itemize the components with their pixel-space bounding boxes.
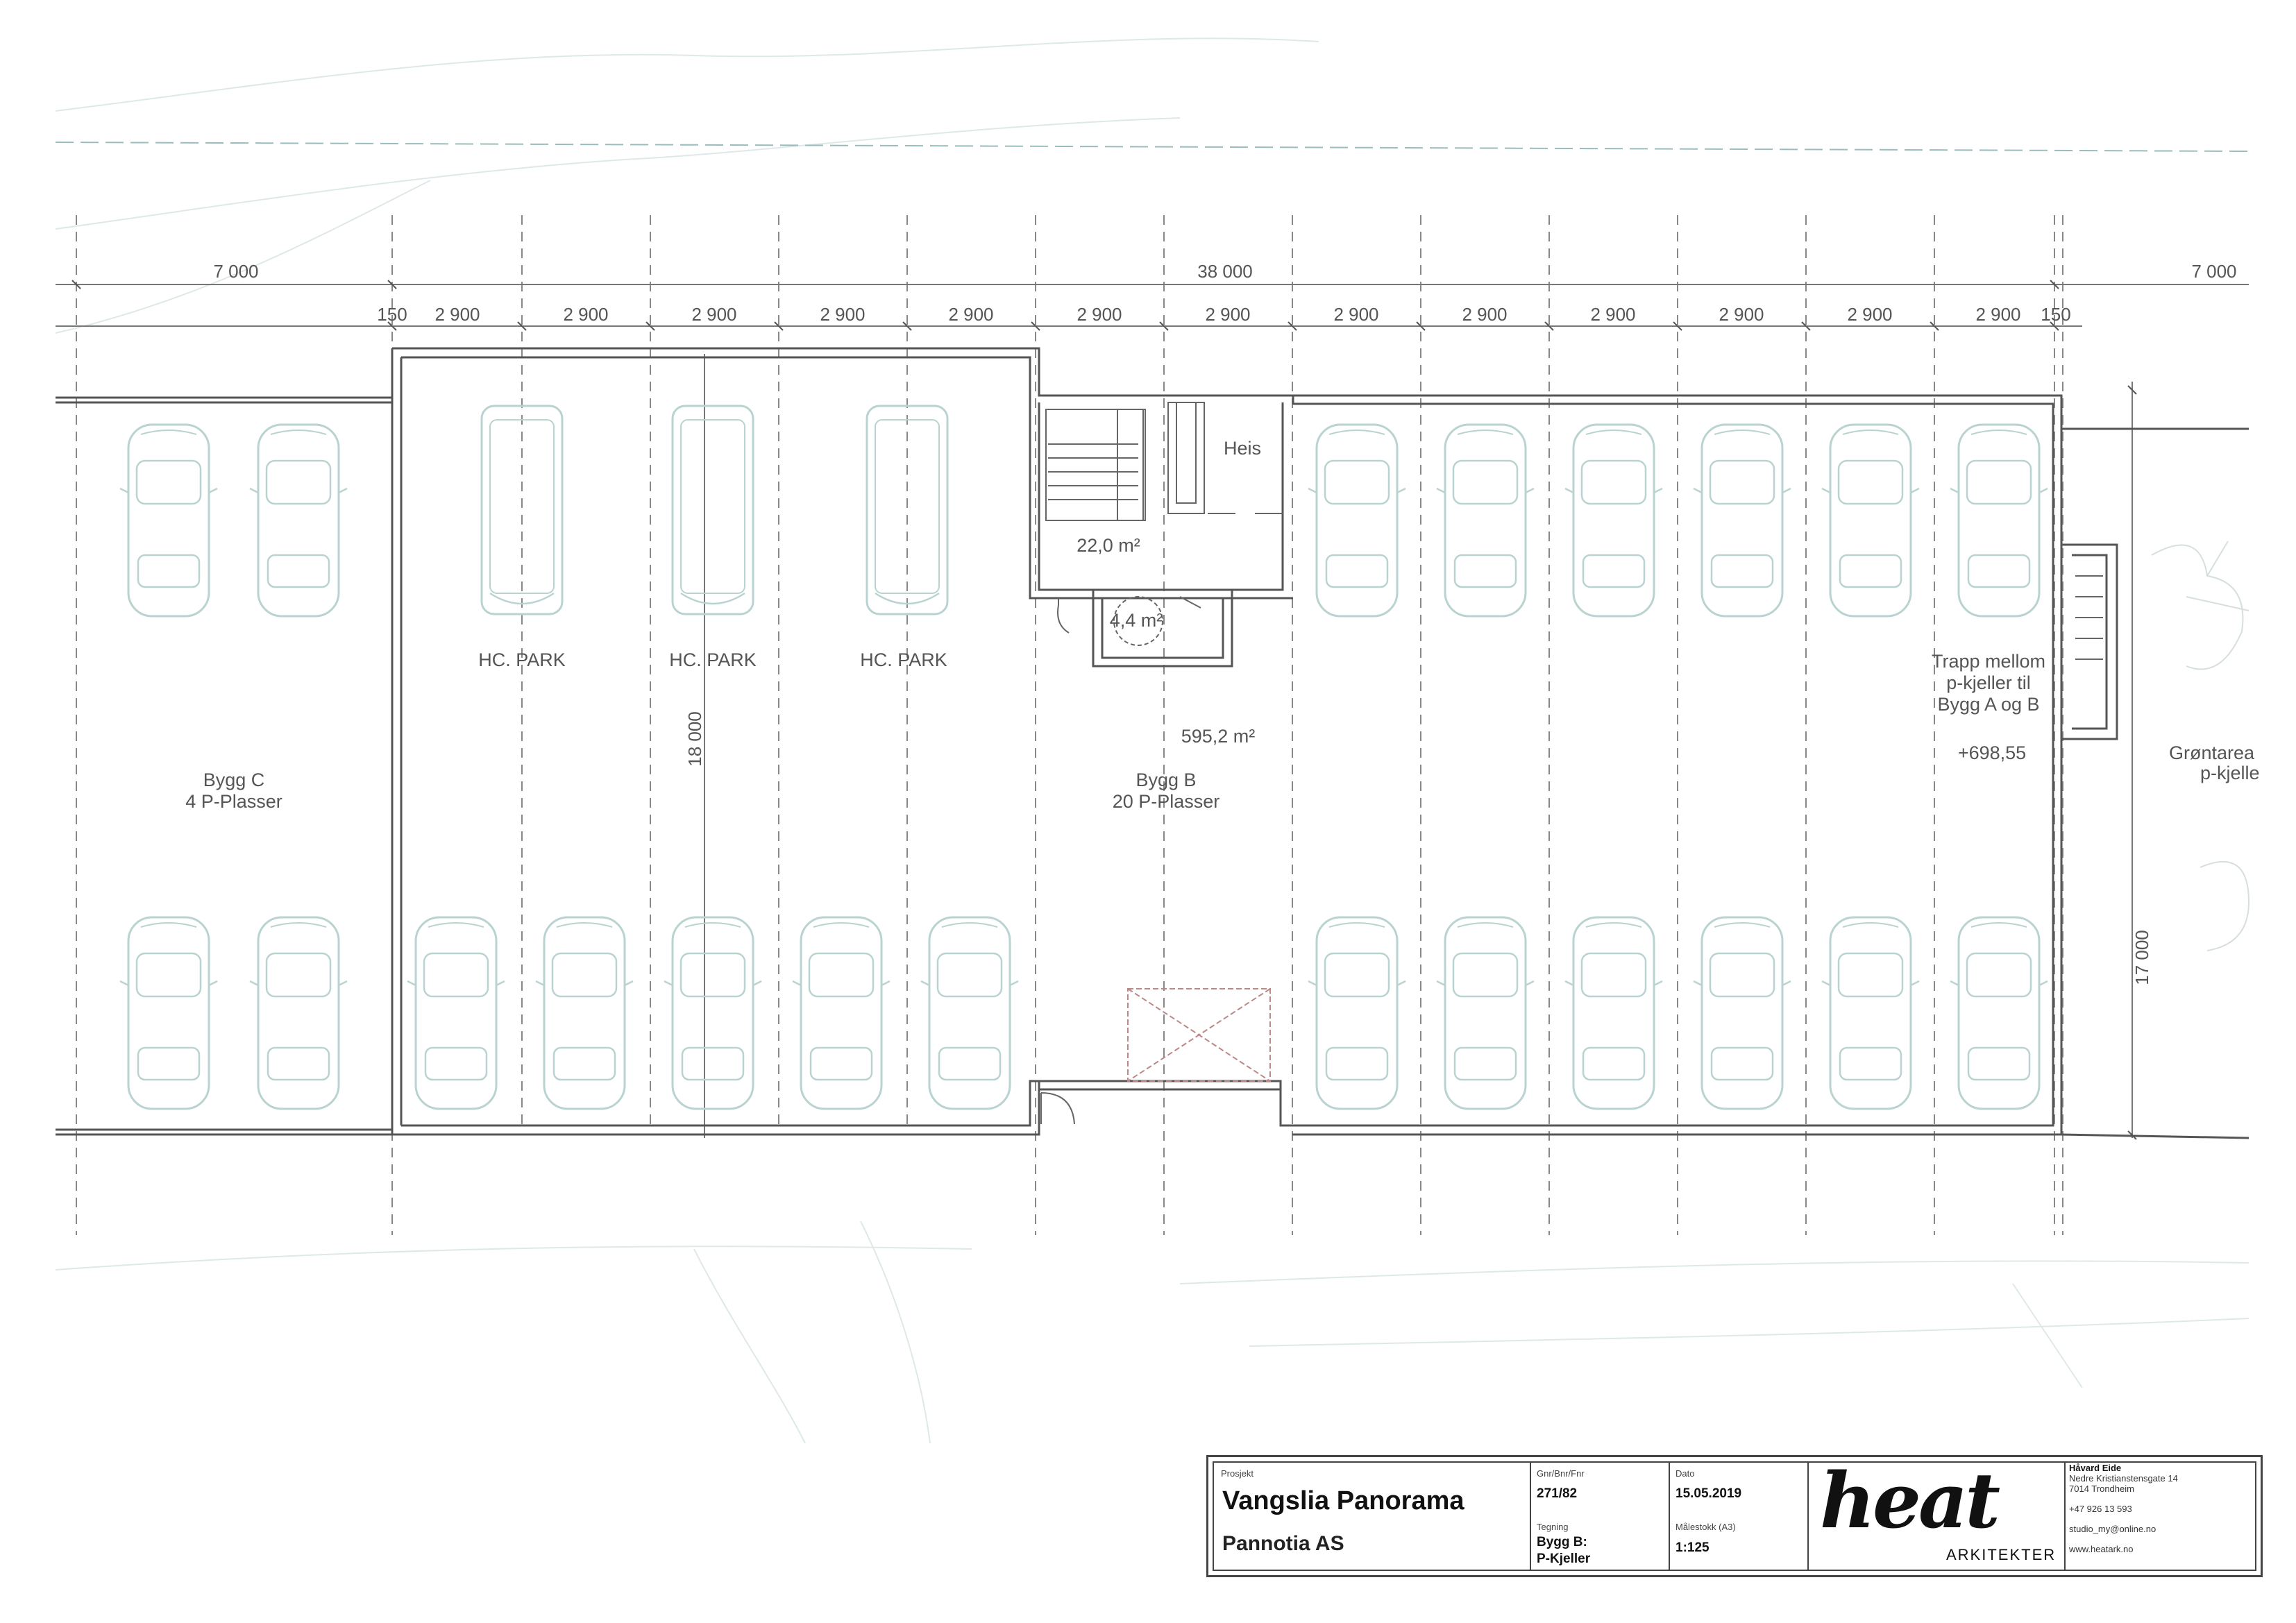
project-name: Vangslia Panorama	[1222, 1486, 1464, 1515]
date-value: 15.05.2019	[1675, 1486, 1742, 1501]
address-line-1: Nedre Kristianstensgate 14	[2069, 1473, 2178, 1484]
hc-park-3: HC. PARK	[860, 649, 947, 670]
dim-edge-right: 150	[2041, 304, 2070, 325]
client-name: Pannotia AS	[1222, 1532, 1344, 1555]
logo-subtitle: ARKITEKTER	[1946, 1546, 2057, 1563]
architect-name: Håvard Eide	[2069, 1463, 2122, 1473]
bygg-c-spaces: 4 P-Plasser	[185, 791, 282, 812]
bygg-b-spaces: 20 P-Plasser	[1113, 791, 1220, 812]
dim-height-right: 17 000	[2132, 930, 2152, 985]
drawing-value-2: P-Kjeller	[1537, 1552, 1591, 1566]
dim-top-right: 7 000	[2191, 261, 2236, 282]
dimension-lines	[56, 280, 2249, 1140]
title-block: Prosjekt Vangslia Panorama Pannotia AS G…	[1206, 1455, 2263, 1577]
dim-bay-10: 2 900	[1590, 304, 1635, 325]
core-details	[1040, 402, 2103, 1125]
dim-bay-13: 2 900	[1975, 304, 2020, 325]
date-cell: Dato 15.05.2019 Målestokk (A3) 1:125	[1669, 1463, 1809, 1570]
bygg-c-name: Bygg C	[203, 770, 265, 790]
phone: +47 926 13 593	[2069, 1504, 2132, 1514]
dim-bay-1: 2 900	[434, 304, 480, 325]
terrain-contours	[55, 37, 2249, 1444]
dim-bay-4: 2 900	[820, 304, 865, 325]
project-label: Prosjekt	[1221, 1468, 1253, 1479]
dim-bay-2: 2 900	[563, 304, 608, 325]
green-area-1: Grøntarea	[2169, 742, 2255, 763]
stair-note-1: Trapp mellom	[1932, 651, 2045, 672]
dim-bay-12: 2 900	[1847, 304, 1892, 325]
tree-symbol	[2151, 541, 2250, 951]
dim-top-left: 7 000	[213, 261, 258, 282]
email: studio_my@online.no	[2069, 1524, 2156, 1534]
lift-area: 4,4 m²	[1110, 610, 1163, 631]
project-cell: Prosjekt Vangslia Panorama Pannotia AS	[1214, 1463, 1531, 1570]
address-line-2: 7014 Trondheim	[2069, 1484, 2134, 1494]
website: www.heatark.no	[2069, 1544, 2134, 1554]
dim-bay-3: 2 900	[691, 304, 736, 325]
green-area-2: p-kjelle	[2200, 763, 2260, 783]
dim-bay-7: 2 900	[1205, 304, 1250, 325]
logo-cell: heat ARKITEKTER	[1807, 1456, 2066, 1570]
dim-bay-11: 2 900	[1719, 304, 1764, 325]
contact-cell: Håvard Eide Nedre Kristianstensgate 14 7…	[2069, 1463, 2256, 1554]
hall-area: 595,2 m²	[1181, 726, 1256, 747]
scale-value: 1:125	[1675, 1540, 1710, 1555]
lift-label: Heis	[1224, 438, 1261, 459]
bygg-b-name: Bygg B	[1136, 770, 1196, 790]
dim-bay-9: 2 900	[1462, 304, 1507, 325]
bay-dimensions: 2 900 2 900 2 900 2 900 2 900 2 900 2 900 2 900…	[434, 304, 2020, 325]
level-marker: +698,55	[1958, 742, 2026, 763]
hc-park-1: HC. PARK	[478, 649, 566, 670]
date-label: Dato	[1675, 1468, 1695, 1479]
dim-top-center: 38 000	[1197, 261, 1253, 282]
gnr-cell: Gnr/Bnr/Fnr 271/82 Tegning Bygg B: P-Kje…	[1530, 1463, 1670, 1570]
drawing-label: Tegning	[1537, 1522, 1569, 1532]
stair-note-3: Bygg A og B	[1937, 694, 2039, 715]
dim-bay-6: 2 900	[1077, 304, 1122, 325]
scale-label: Målestokk (A3)	[1675, 1522, 1736, 1532]
heat-logo: heat	[1820, 1456, 2000, 1545]
dim-height-left: 18 000	[684, 711, 705, 767]
stair-note-2: p-kjeller til	[1946, 672, 2031, 693]
drawing-value-1: Bygg B:	[1537, 1535, 1587, 1549]
hc-park-2: HC. PARK	[669, 649, 757, 670]
walls	[56, 347, 2249, 1139]
car-spaces	[119, 405, 2049, 1110]
gnr-label: Gnr/Bnr/Fnr	[1537, 1468, 1585, 1479]
dim-bay-8: 2 900	[1333, 304, 1378, 325]
stair-area: 22,0 m²	[1077, 535, 1140, 556]
gnr-value: 271/82	[1537, 1486, 1578, 1501]
dim-bay-5: 2 900	[948, 304, 993, 325]
dim-edge-left: 150	[377, 304, 407, 325]
property-line	[55, 142, 2249, 152]
